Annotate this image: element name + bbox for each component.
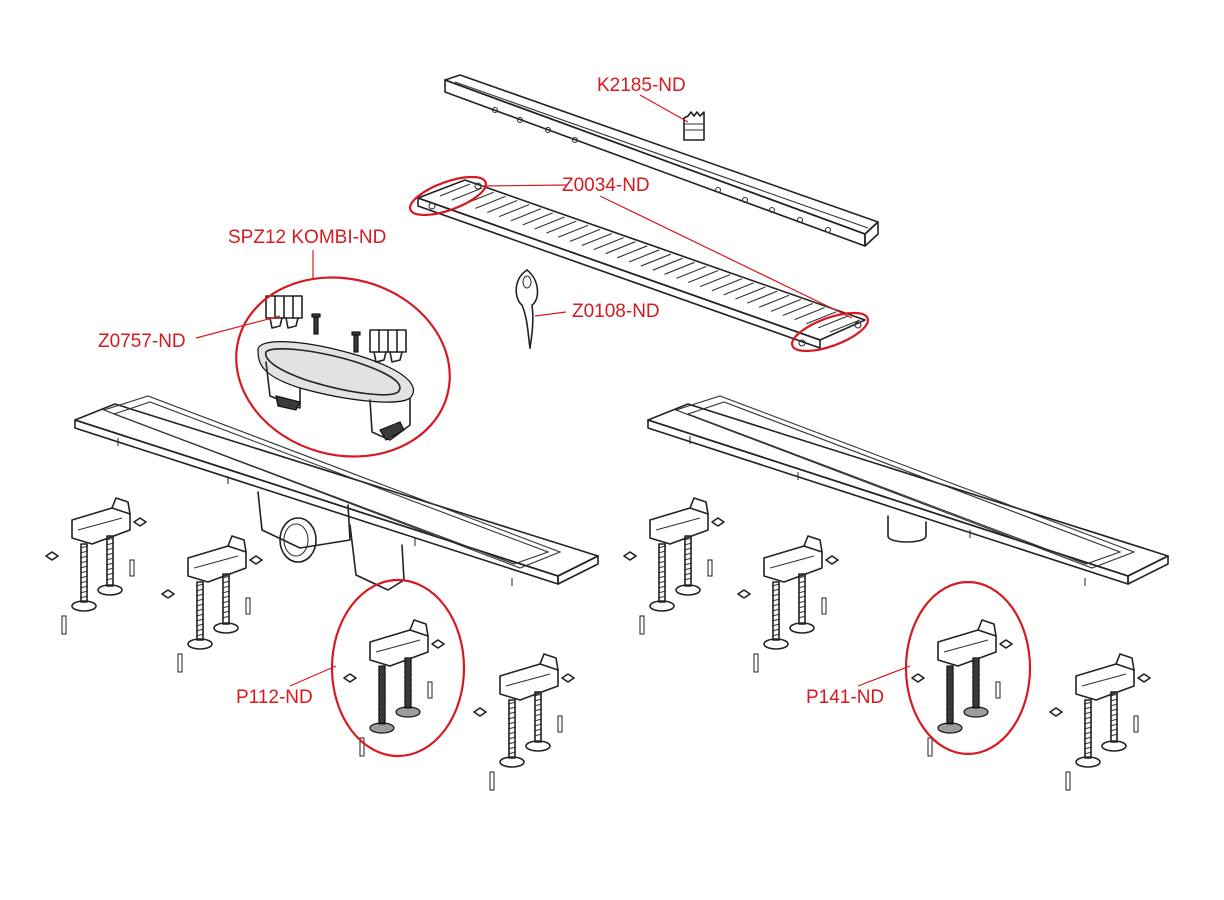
label-spz12: SPZ12 KOMBI-ND [228, 227, 387, 248]
right-channel [647, 395, 1169, 586]
grate-bar [417, 179, 866, 349]
z0034-right-ring [791, 311, 869, 353]
top-channel-frame [444, 74, 879, 247]
p112-ring [330, 578, 466, 758]
label-z0757: Z0757-ND [98, 331, 186, 352]
leveling-foot [1049, 653, 1151, 791]
leveling-foot [161, 535, 263, 673]
siphon-kombi-group [257, 295, 415, 441]
leveling-foot [45, 497, 147, 635]
label-k2185: K2185-ND [597, 75, 686, 96]
left-channel [74, 395, 599, 591]
label-p112: P112-ND [236, 687, 313, 708]
z0034-left-ring [409, 175, 487, 217]
leveling-foot [343, 619, 445, 757]
leader-lines [195, 94, 911, 687]
leveling-foot [737, 535, 839, 673]
hook-key-icon [515, 269, 539, 349]
leveling-foot [911, 619, 1013, 757]
p141-ring [904, 580, 1032, 756]
leveling-foot [473, 653, 575, 791]
comb-piece-icon [683, 111, 705, 141]
leveling-foot [623, 497, 725, 635]
label-p141: P141-ND [806, 687, 885, 708]
spz12-ring [235, 276, 451, 458]
label-z0034: Z0034-ND [562, 175, 650, 196]
label-z0108: Z0108-ND [572, 301, 660, 322]
